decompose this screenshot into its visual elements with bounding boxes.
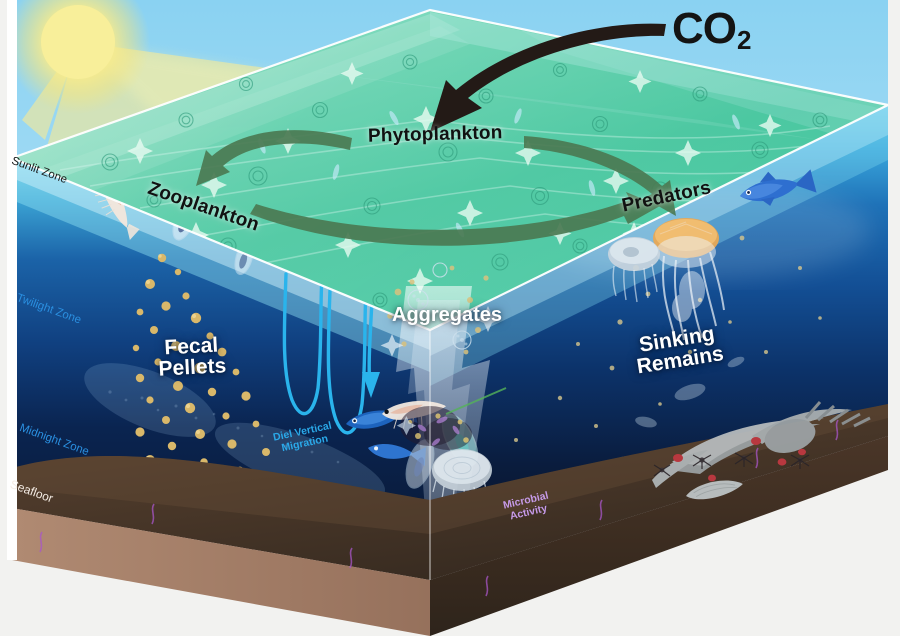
cycle-arrows (196, 130, 676, 246)
whale-fall-skeleton (652, 401, 871, 488)
clam-shell (686, 480, 743, 500)
seafloor-sediment (12, 401, 888, 636)
brittle-stars (653, 452, 810, 477)
arrow-phyto-to-zoo (196, 130, 352, 186)
co2-arrow-icon (430, 23, 666, 132)
benthic-worms (39, 419, 839, 597)
benthic-fauna (673, 437, 806, 482)
arrow-zoo-to-predators (250, 192, 660, 246)
diel-vertical-migration-arrows (282, 272, 368, 435)
fish-predator (740, 169, 817, 206)
jellyfish-grey (608, 237, 660, 303)
upper-aggregates (380, 262, 501, 357)
dvm-arrowhead-icon (362, 372, 380, 398)
arrow-phyto-to-predators (524, 136, 676, 216)
jellyfish-orange (653, 218, 725, 341)
